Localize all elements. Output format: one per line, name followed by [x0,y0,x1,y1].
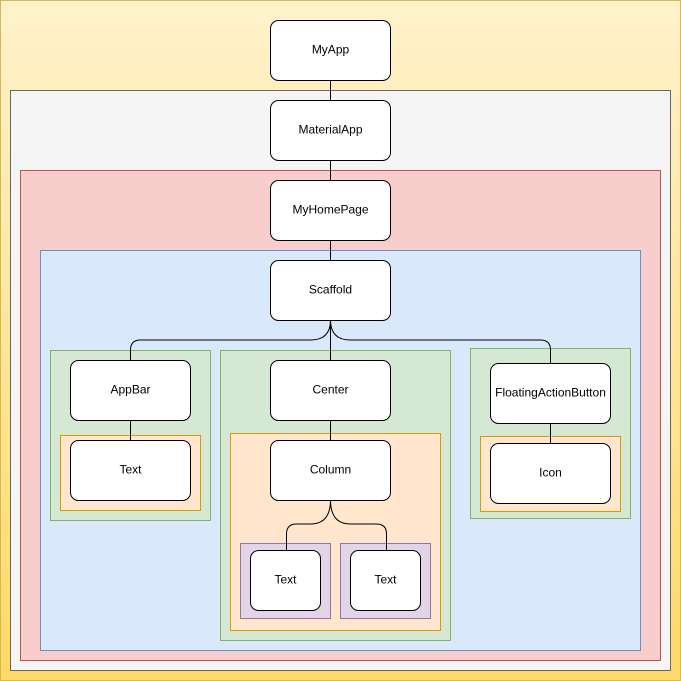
node-icon: Icon [490,443,611,504]
node-myhomepage-label: MyHomePage [292,203,368,217]
node-scaffold-label: Scaffold [309,283,352,297]
node-scaffold: Scaffold [270,260,391,321]
node-column-label: Column [310,463,351,477]
node-column-text-2-label: Text [374,573,397,587]
edge-scaffold-fab [330,319,551,363]
node-column-text-1-label: Text [274,573,297,587]
node-myhomepage: MyHomePage [270,180,391,241]
node-materialapp-label: MaterialApp [298,123,362,137]
edge-column-text-1 [286,499,331,550]
node-column: Column [270,440,391,501]
node-center-label: Center [312,383,348,397]
node-appbar-text-label: Text [119,463,142,477]
edge-column-text-2 [330,499,387,550]
node-icon-label: Icon [539,466,562,480]
node-fab-label: FloatingActionButton [495,386,606,400]
node-center: Center [270,360,391,421]
node-materialapp: MaterialApp [270,100,391,161]
node-appbar-label: AppBar [110,383,150,397]
node-myapp: MyApp [270,20,391,81]
node-appbar-text: Text [70,440,191,501]
node-column-text-2: Text [350,550,421,611]
node-myapp-label: MyApp [312,43,350,57]
edge-scaffold-appbar [130,319,331,360]
connectors [130,80,551,550]
node-column-text-1: Text [250,550,321,611]
node-fab: FloatingActionButton [490,363,611,424]
node-appbar: AppBar [70,360,191,421]
